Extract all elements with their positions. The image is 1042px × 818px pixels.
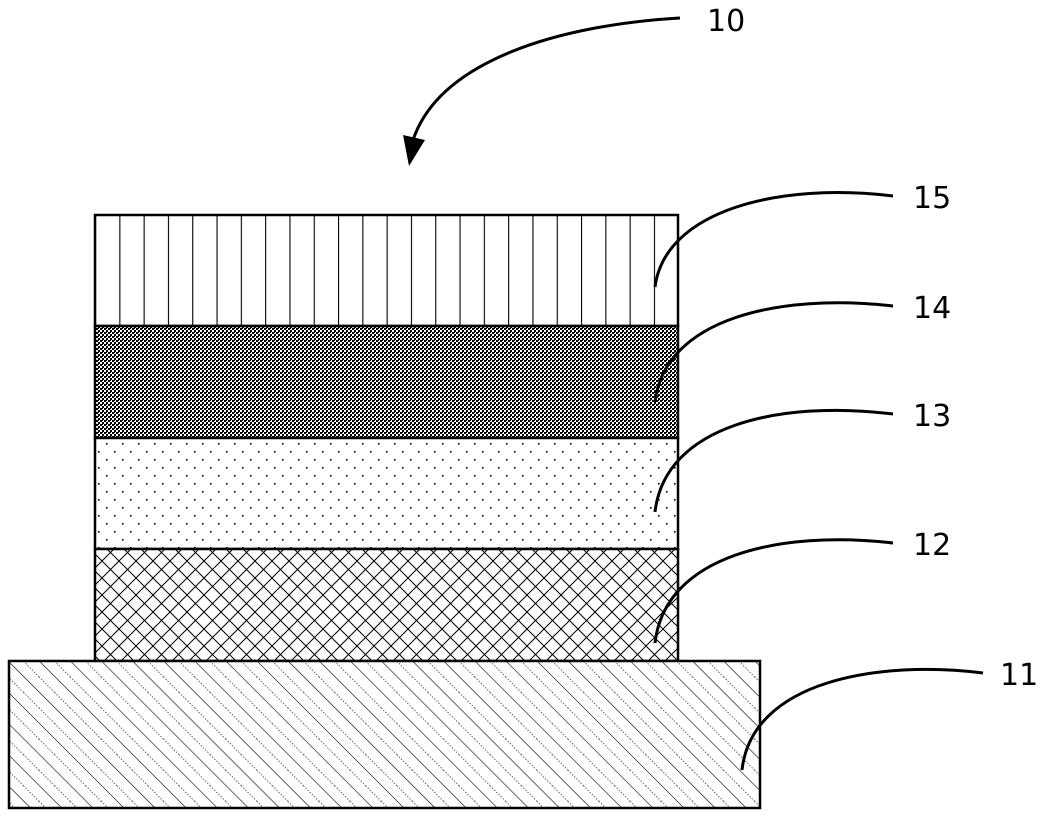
assembly-label: 10	[707, 4, 745, 39]
arrow-head-icon	[403, 135, 425, 166]
leader-line-13	[655, 410, 893, 512]
ref-label-11: 11	[1000, 658, 1038, 693]
assembly-arrow	[403, 18, 680, 166]
leader-line-12	[655, 540, 893, 643]
ref-label-13: 13	[913, 399, 951, 434]
leader-line-11	[742, 669, 983, 770]
ref-label-15: 15	[913, 181, 951, 216]
layer-15	[95, 215, 678, 326]
ref-label-14: 14	[913, 291, 951, 326]
layer-11	[9, 661, 760, 808]
layer-14	[95, 326, 678, 438]
ref-label-12: 12	[913, 528, 951, 563]
layer-12	[95, 549, 678, 661]
leader-line-15	[655, 193, 893, 287]
layer-13	[95, 438, 678, 549]
leader-line-14	[655, 303, 893, 402]
